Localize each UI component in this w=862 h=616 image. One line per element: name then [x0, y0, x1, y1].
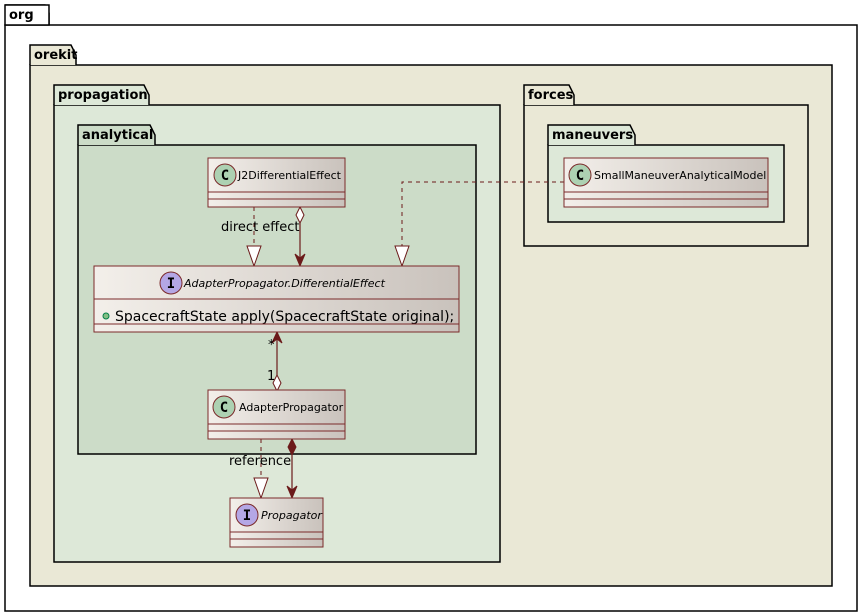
realization-arrowhead	[246, 245, 262, 268]
interface-propagator[interactable]: I Propagator	[229, 497, 324, 548]
package-forces-label: forces	[528, 88, 574, 103]
class-name: AdapterPropagator.DifferentialEffect	[183, 277, 386, 290]
aggregation-j2-direct-effect: direct effect	[221, 205, 306, 268]
realization-small-maneuver-to-differential-effect	[394, 181, 564, 268]
class-name: AdapterPropagator	[239, 401, 344, 414]
class-member: SpacecraftState apply(SpacecraftState or…	[115, 309, 454, 325]
package-analytical-tab	[77, 124, 156, 145]
interface-badge-letter: I	[243, 508, 251, 524]
interface-badge-icon	[159, 271, 183, 295]
interface-differential-effect[interactable]: I AdapterPropagator.DifferentialEffect S…	[93, 265, 460, 333]
public-visibility-icon	[102, 312, 110, 320]
package-org-label: org	[9, 8, 34, 23]
class-name: SmallManeuverAnalyticalModel	[594, 169, 766, 182]
package-maneuvers-label: maneuvers	[552, 128, 633, 143]
package-orekit-tab	[29, 44, 77, 65]
class-j2-differential-effect[interactable]: C J2DifferentialEffect	[207, 157, 346, 208]
multiplicity-effects: *	[268, 338, 275, 353]
aggregation-arrowhead	[294, 253, 306, 268]
realization-arrowhead	[394, 245, 410, 268]
package-org-tab-box	[4, 4, 50, 26]
package-forces-tab	[523, 84, 575, 105]
realization-arrowhead	[253, 477, 269, 500]
class-name: Propagator	[261, 509, 323, 522]
relation-label-reference: reference	[229, 454, 291, 469]
class-badge-letter: C	[220, 400, 228, 416]
package-propagation-label: propagation	[58, 88, 148, 103]
interface-badge-icon	[235, 503, 259, 527]
aggregation-arrowhead	[271, 330, 283, 344]
class-badge-icon	[213, 163, 237, 187]
package-analytical-label: analytical	[82, 128, 153, 143]
class-small-maneuver-analytical-model[interactable]: C SmallManeuverAnalyticalModel	[563, 157, 769, 208]
realization-j2-to-differential-effect	[246, 207, 262, 268]
class-badge-icon	[568, 163, 592, 187]
class-box	[563, 157, 769, 208]
interface-badge-letter: I	[167, 276, 175, 292]
class-badge-letter: C	[576, 168, 584, 184]
composition-arrowhead	[286, 485, 298, 500]
aggregation-adapter-to-effects: * 1	[267, 330, 283, 393]
package-orekit-label: orekit	[34, 48, 77, 63]
realization-adapter-to-propagator	[253, 439, 269, 500]
class-adapter-propagator[interactable]: C AdapterPropagator	[207, 389, 346, 440]
composition-adapter-reference: reference	[229, 437, 298, 500]
package-maneuvers-tab	[547, 124, 636, 145]
class-badge-letter: C	[221, 168, 229, 184]
realization-line	[401, 181, 564, 246]
multiplicity-adapter: 1	[267, 369, 275, 384]
class-badge-icon	[212, 395, 236, 419]
relation-label-direct-effect: direct effect	[221, 220, 300, 235]
package-propagation-tab	[53, 84, 150, 105]
class-name: J2DifferentialEffect	[237, 169, 342, 182]
